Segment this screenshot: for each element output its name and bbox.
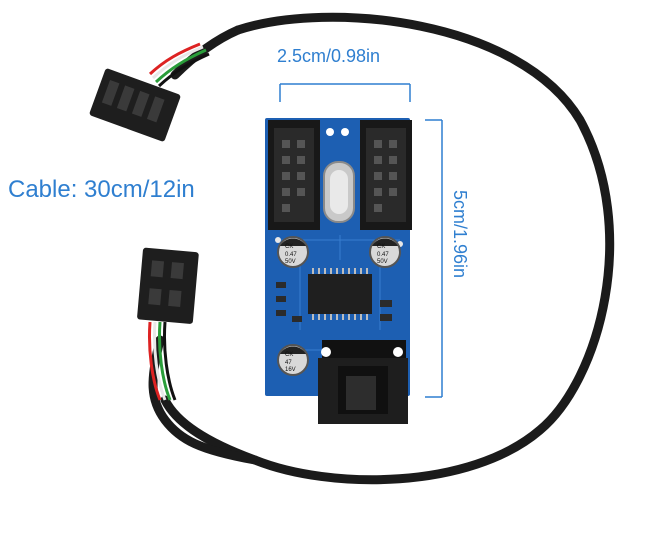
pin-header-left [268,120,320,230]
capacitor-top-right: CK 0.47 50V [369,236,401,268]
dimension-height [425,119,443,398]
cable-length-label: Cable: 30cm/12in [8,176,195,203]
cap-tr-line3: 50V [377,259,388,265]
crystal-oscillator [323,161,355,223]
height-dimension-label: 5cm/1.96in [450,190,470,279]
cap-bl-line2: 47 [285,360,292,366]
capacitor-top-left: CK 0.47 50V [277,236,309,268]
connector-bottom [137,247,199,324]
wires-bottom [148,321,177,401]
cap-tl-line1: CK [285,244,293,250]
bottom-connector [318,340,408,424]
dimension-width [279,83,411,102]
pin-header-right [360,120,412,230]
cap-tr-line2: 0.47 [377,252,389,258]
smd-components [276,282,392,322]
cap-tr-line1: CK [377,244,385,250]
cap-bl-line3: 16V [285,367,296,373]
ic-chip [308,268,372,320]
cap-tl-line3: 50V [285,259,296,265]
cap-tl-line2: 0.47 [285,252,297,258]
width-dimension-label: 2.5cm/0.98in [277,46,381,66]
cap-bl-line1: CK [285,352,293,358]
wires-top [148,42,210,88]
capacitor-bottom-left: CK 47 16V [277,344,309,376]
connector-top [89,68,181,142]
